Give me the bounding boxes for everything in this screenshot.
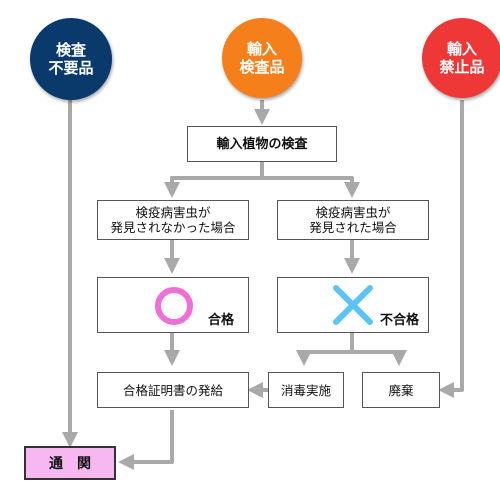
step-plant-inspection: 輸入植物の検査 [187,126,337,162]
arrow-split-right [262,176,360,198]
node-line1: 輸入 [246,40,277,58]
step-disinfection: 消毒実施 [268,372,344,408]
node-inspection-not-required: 検査 不要品 [30,18,112,100]
step-customs-clearance: 通関 [24,446,116,480]
pass-label: 合格 [208,313,235,328]
step-certificate-label: 合格証明書の発給 [122,382,223,398]
step-no-pest-found: 検疫病害虫が 発見されなかった場合 [97,200,249,240]
step-disinfection-label: 消毒実施 [280,382,331,398]
step-certificate-issuance: 合格証明書の発給 [97,372,249,408]
node-line2: 検査品 [239,58,285,76]
arrow-split-left [164,162,264,198]
node-import-prohibited-item: 輸入 禁止品 [422,18,500,98]
arrow-prohibited-to-disposal [438,100,464,398]
result-pass: 合格 [97,277,249,333]
fail-label: 不合格 [380,313,420,328]
node-line1: 輸入 [446,40,477,58]
node-line1: 検査 [55,41,86,59]
step-disposal-label: 廃棄 [388,382,414,398]
node-line2: 禁止品 [439,58,485,76]
step-pest-found: 検疫病害虫が 発見された場合 [277,200,429,240]
arrow-certificate-to-customs [118,410,174,470]
result-fail: 不合格 [277,277,429,333]
fail-cross-mark [333,285,373,325]
node-import-inspection-item: 輸入 検査品 [222,18,302,98]
step-disposal: 廃棄 [362,372,440,408]
step-pest-line1: 検疫病害虫が [315,205,391,220]
step-plant-inspection-label: 輸入植物の検査 [216,136,308,152]
step-no-pest-line1: 検疫病害虫が [135,205,211,220]
arrow-fail-to-disposal [352,350,407,366]
step-no-pest-line2: 発見されなかった場合 [110,220,236,235]
arrow-fail-to-disinfection [296,333,354,366]
node-line2: 不要品 [48,59,94,77]
step-pest-line2: 発見された場合 [309,220,397,235]
pass-circle-mark [155,287,193,325]
step-customs-label: 通関 [49,456,105,472]
